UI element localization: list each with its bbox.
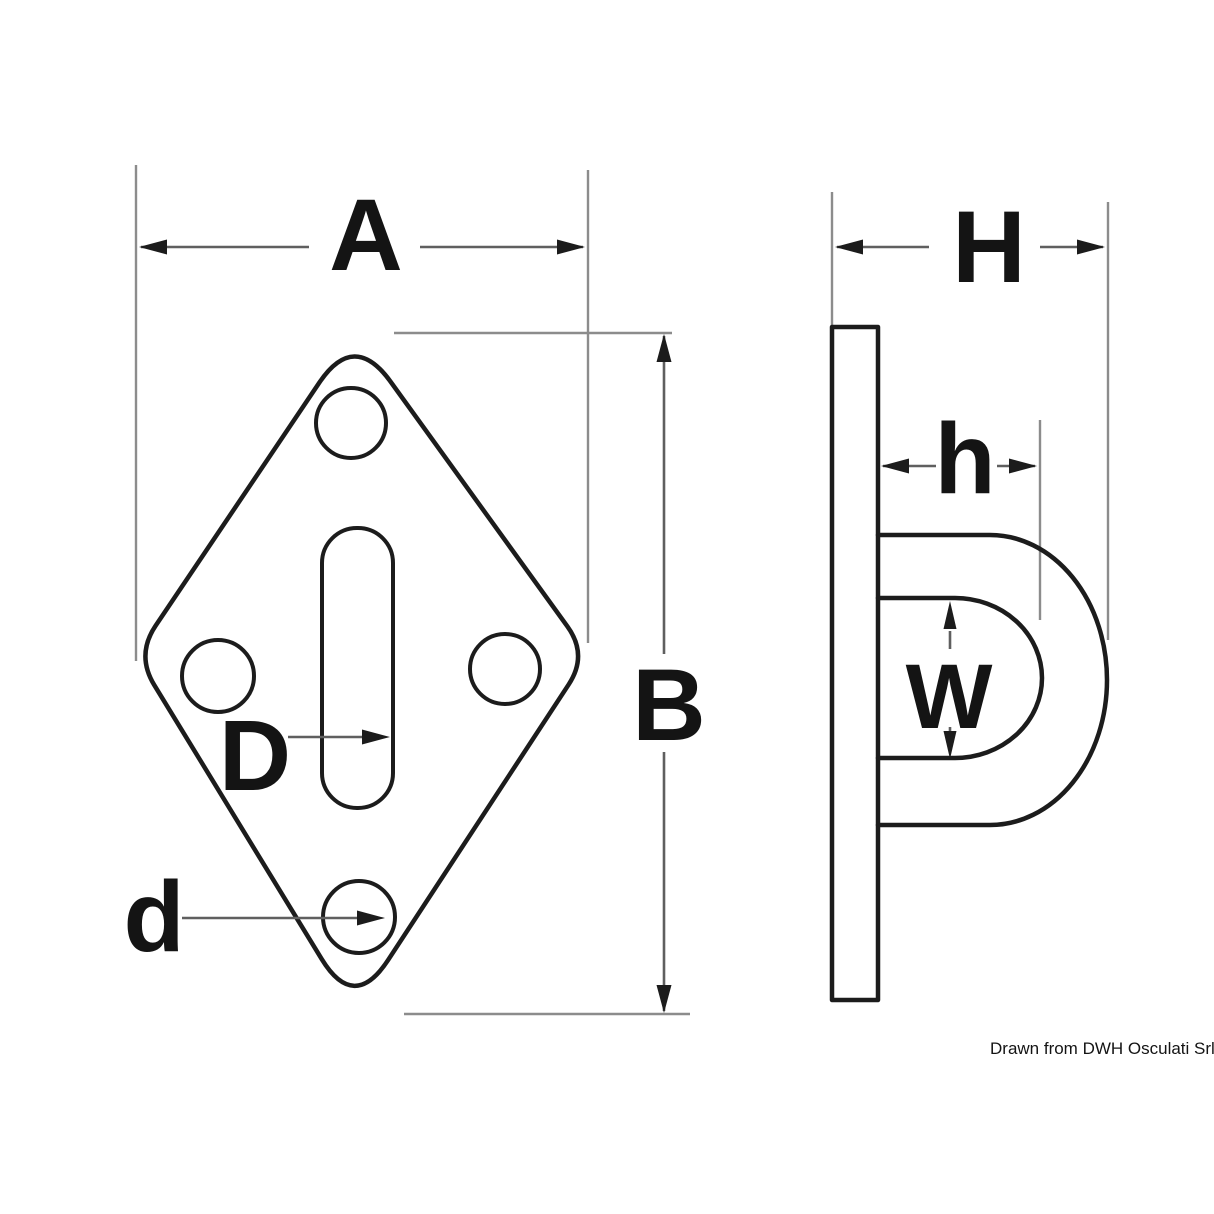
mounting-hole-right [468,632,542,706]
arrowhead-B-down [656,985,672,1013]
dim-label-slot-width: D [219,700,291,812]
dim-label-overall-width: A [329,178,403,292]
arrowhead-W-up [943,601,957,629]
side-view: H h W [829,190,1110,1003]
dim-label-overall-height: B [632,648,706,762]
dimension-H: H [835,190,1105,304]
arrowhead-A-right [557,239,585,255]
arrowhead-H-left [835,239,863,255]
eye-loop-outer [875,532,1110,828]
arrowhead-A-left [139,239,167,255]
arrowhead-W-down [943,731,957,759]
arrowhead-B-up [656,334,672,362]
arrowhead-d [357,910,385,926]
arrowhead-h-right [1009,458,1037,474]
diamond-plate-outline [143,354,581,988]
dimension-A: A [139,178,585,292]
central-slot [320,526,395,810]
plate-profile [829,324,881,1003]
arrowhead-D [362,729,390,745]
dim-label-eye-inner-depth: h [934,403,995,515]
arrowhead-h-left [881,458,909,474]
mounting-hole-left [180,638,256,714]
front-view: A B D [123,165,706,1016]
dim-label-overall-depth: H [952,190,1026,304]
mounting-hole-top [314,386,388,460]
dimension-W: W [906,601,993,759]
leader-D: D [219,700,390,812]
credit-text: Drawn from DWH Osculati Srl [990,1039,1214,1058]
dimension-B: B [632,334,706,1013]
arrowhead-H-right [1077,239,1105,255]
dim-label-eye-inner-width: W [906,646,993,748]
dimension-h: h [881,403,1037,515]
leader-d: d [123,861,385,973]
dim-label-hole-diameter: d [123,861,184,973]
eye-loop-inner [875,595,1045,761]
